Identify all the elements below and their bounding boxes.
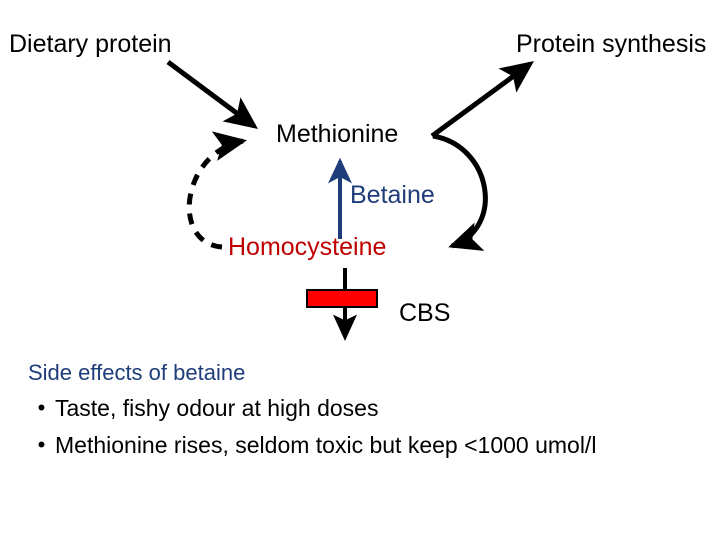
node-label-cbs: CBS [399, 299, 451, 327]
curve-methionine-to-homocysteine [432, 133, 488, 251]
list-item: • Methionine rises, seldom toxic but kee… [28, 431, 718, 460]
list-item-text: Taste, fishy odour at high doses [55, 395, 379, 422]
list-item: • Taste, fishy odour at high doses [28, 394, 718, 423]
cbs-block-bar [306, 289, 378, 308]
list-item-text: Methionine rises, seldom toxic but keep … [55, 431, 597, 458]
bullet-glyph: • [37, 431, 46, 457]
node-label-dietary-protein: Dietary protein [9, 30, 172, 58]
arrow-methionine-to-protein-synthesis [430, 61, 535, 139]
node-label-betaine: Betaine [350, 181, 435, 209]
side-effects-notes: Side effects of betaine • Taste, fishy o… [28, 361, 718, 468]
curve-homocysteine-to-methionine-dashed [186, 131, 247, 250]
node-label-methionine: Methionine [276, 120, 399, 148]
arrow-dietary-protein-to-methionine [166, 59, 259, 129]
node-label-homocysteine: Homocysteine [228, 233, 387, 261]
bullet-glyph: • [37, 395, 46, 421]
node-label-protein-synthesis: Protein synthesis [516, 30, 707, 58]
notes-heading: Side effects of betaine [28, 360, 246, 385]
